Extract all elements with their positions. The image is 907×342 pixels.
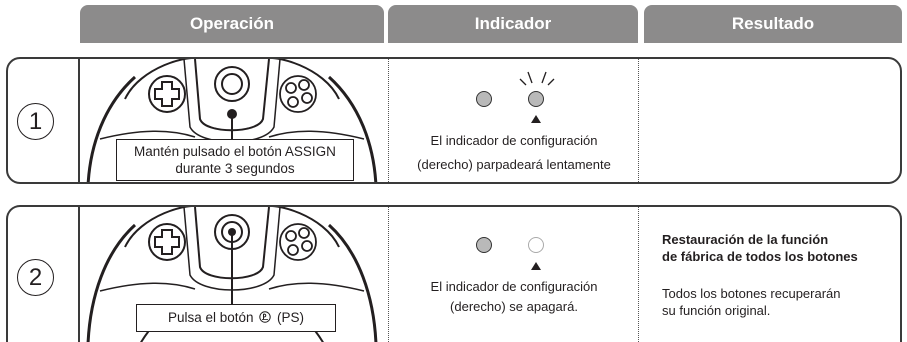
controller-drawing-icon xyxy=(86,207,378,342)
header-operacion: Operación xyxy=(80,5,384,43)
step-row-2: 2 xyxy=(6,205,902,342)
step1-instruction-callout: Mantén pulsado el botón ASSIGN durante 3… xyxy=(116,139,354,181)
indicator-description-1: El indicador de configuración (derecho) … xyxy=(417,133,611,172)
indicator-arrow-icon xyxy=(531,115,541,123)
header-resultado-label: Resultado xyxy=(731,14,815,33)
header-operacion-label: Operación xyxy=(189,14,275,33)
controller-illustration: Mantén pulsado el botón ASSIGN durante 3… xyxy=(80,59,384,182)
ps-button-icon xyxy=(259,311,271,323)
indicator-cell-2: El indicador de configuración (derecho) … xyxy=(392,207,636,342)
column-divider xyxy=(388,59,389,182)
column-divider xyxy=(638,207,639,342)
result-title-2: Restauración de la función de fábrica de… xyxy=(662,232,858,264)
controller-drawing-icon xyxy=(86,59,378,182)
led-blink-rays-icon xyxy=(519,71,555,86)
circled-number-1-icon: 1 xyxy=(17,103,54,140)
column-divider xyxy=(388,207,389,342)
circled-number-2-icon: 2 xyxy=(17,259,54,296)
indicator-description-2: El indicador de configuración (derecho) … xyxy=(430,279,598,314)
step-row-1: 1 xyxy=(6,57,902,184)
result-cell-1 xyxy=(640,59,900,182)
left-indicator-led xyxy=(476,237,492,253)
controller-illustration: Pulsa el botón (PS) xyxy=(80,207,384,342)
callout-line-2: durante 3 segundos xyxy=(175,161,295,176)
indicator-arrow-icon xyxy=(531,262,541,270)
header-indicador: Indicador xyxy=(388,5,638,43)
result-description-2: Todos los botones recuperarán su función… xyxy=(662,286,841,318)
right-indicator-led-blinking xyxy=(528,91,544,107)
result-cell-2: Restauración de la función de fábrica de… xyxy=(640,207,900,342)
callout-line-1: Mantén pulsado el botón ASSIGN xyxy=(134,144,336,159)
callout-suffix: (PS) xyxy=(277,310,305,325)
header-indicador-label: Indicador xyxy=(474,14,552,33)
indicator-cell-1: El indicador de configuración (derecho) … xyxy=(392,59,636,182)
callout-prefix: Pulsa el botón xyxy=(167,310,254,325)
step2-instruction-callout: Pulsa el botón (PS) xyxy=(136,304,336,332)
step-number-cell: 1 xyxy=(8,59,80,182)
right-indicator-led-off xyxy=(528,237,544,253)
left-indicator-led xyxy=(476,91,492,107)
column-divider xyxy=(638,59,639,182)
step-number-cell: 2 xyxy=(8,207,80,342)
header-resultado: Resultado xyxy=(644,5,902,43)
